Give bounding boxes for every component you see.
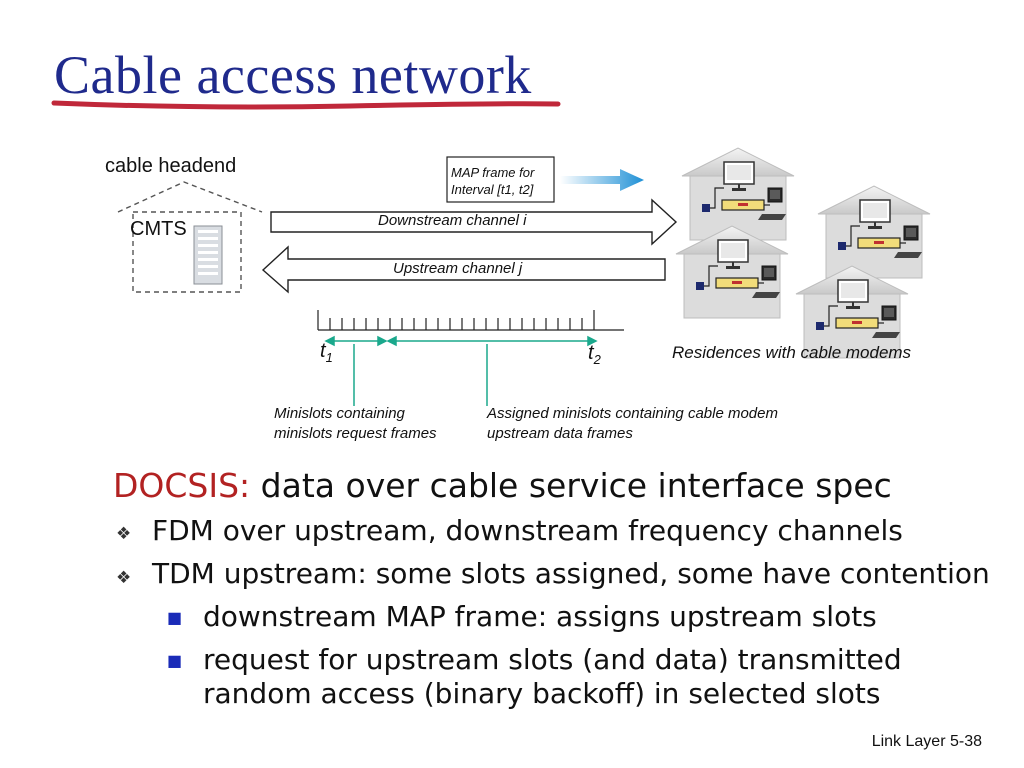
t2-label: t2	[588, 342, 601, 367]
map-frame-label-line1: MAP frame for	[451, 165, 535, 180]
interval-arrows	[324, 335, 598, 406]
title-underline	[51, 100, 561, 110]
docsis-definition: data over cable service interface spec	[250, 466, 892, 505]
sub-bullet-request: request for upstream slots (and data) tr…	[203, 643, 902, 676]
t2-label-sub: 2	[593, 352, 601, 367]
t2-label-t: t	[588, 342, 594, 364]
docsis-line: DOCSIS: data over cable service interfac…	[113, 466, 892, 505]
downstream-arrow	[270, 198, 678, 246]
minislot-timeline	[317, 310, 624, 331]
bullet-diamond-icon: ❖	[116, 568, 132, 588]
square-bullet-icon: ■	[167, 608, 183, 627]
sub-bullet-map: downstream MAP frame: assigns upstream s…	[203, 600, 877, 633]
cmts-rack-icon	[193, 225, 223, 285]
map-frame-box	[446, 156, 555, 203]
upstream-arrow	[261, 245, 666, 294]
cable-headend-label: cable headend	[105, 155, 237, 177]
minislots-request-label-line1: Minislots containing	[274, 405, 405, 422]
bullet-diamond-icon: ❖	[116, 524, 132, 544]
t1-label-t: t	[320, 340, 326, 362]
slide-body: DOCSIS: data over cable service interfac…	[0, 462, 1024, 722]
cmts-label: CMTS	[130, 218, 187, 240]
docsis-term: DOCSIS:	[113, 466, 251, 505]
minislots-request-label-line2: minislots request frames	[274, 425, 437, 442]
map-frame-label-line2: Interval [t1, t2]	[451, 182, 534, 197]
residences-label: Residences with cable modems	[672, 343, 912, 362]
assigned-minislots-label-line2: upstream data frames	[487, 425, 633, 442]
slide-footer: Link Layer 5-38	[871, 733, 982, 750]
residence-icon	[681, 147, 795, 241]
map-frame-arrow	[560, 169, 644, 191]
t1-label: t1	[320, 340, 333, 365]
upstream-channel-label: Upstream channel j	[393, 260, 523, 277]
residence-icon	[817, 185, 931, 279]
bullet-fdm: FDM over upstream, downstream frequency …	[152, 514, 903, 547]
t1-label-sub: 1	[325, 350, 333, 365]
headend-house-shape	[117, 181, 263, 293]
sub-bullet-request-continued: random access (binary backoff) in select…	[203, 677, 881, 710]
cable-network-diagram: cable headend CMTS MAP frame for Interva…	[0, 140, 1024, 460]
square-bullet-icon: ■	[167, 651, 183, 670]
downstream-channel-label: Downstream channel i	[378, 212, 527, 229]
bullet-tdm: TDM upstream: some slots assigned, some …	[152, 557, 990, 590]
slide-title: Cable access network	[54, 45, 532, 105]
assigned-minislots-label-line1: Assigned minislots containing cable mode…	[487, 405, 778, 422]
